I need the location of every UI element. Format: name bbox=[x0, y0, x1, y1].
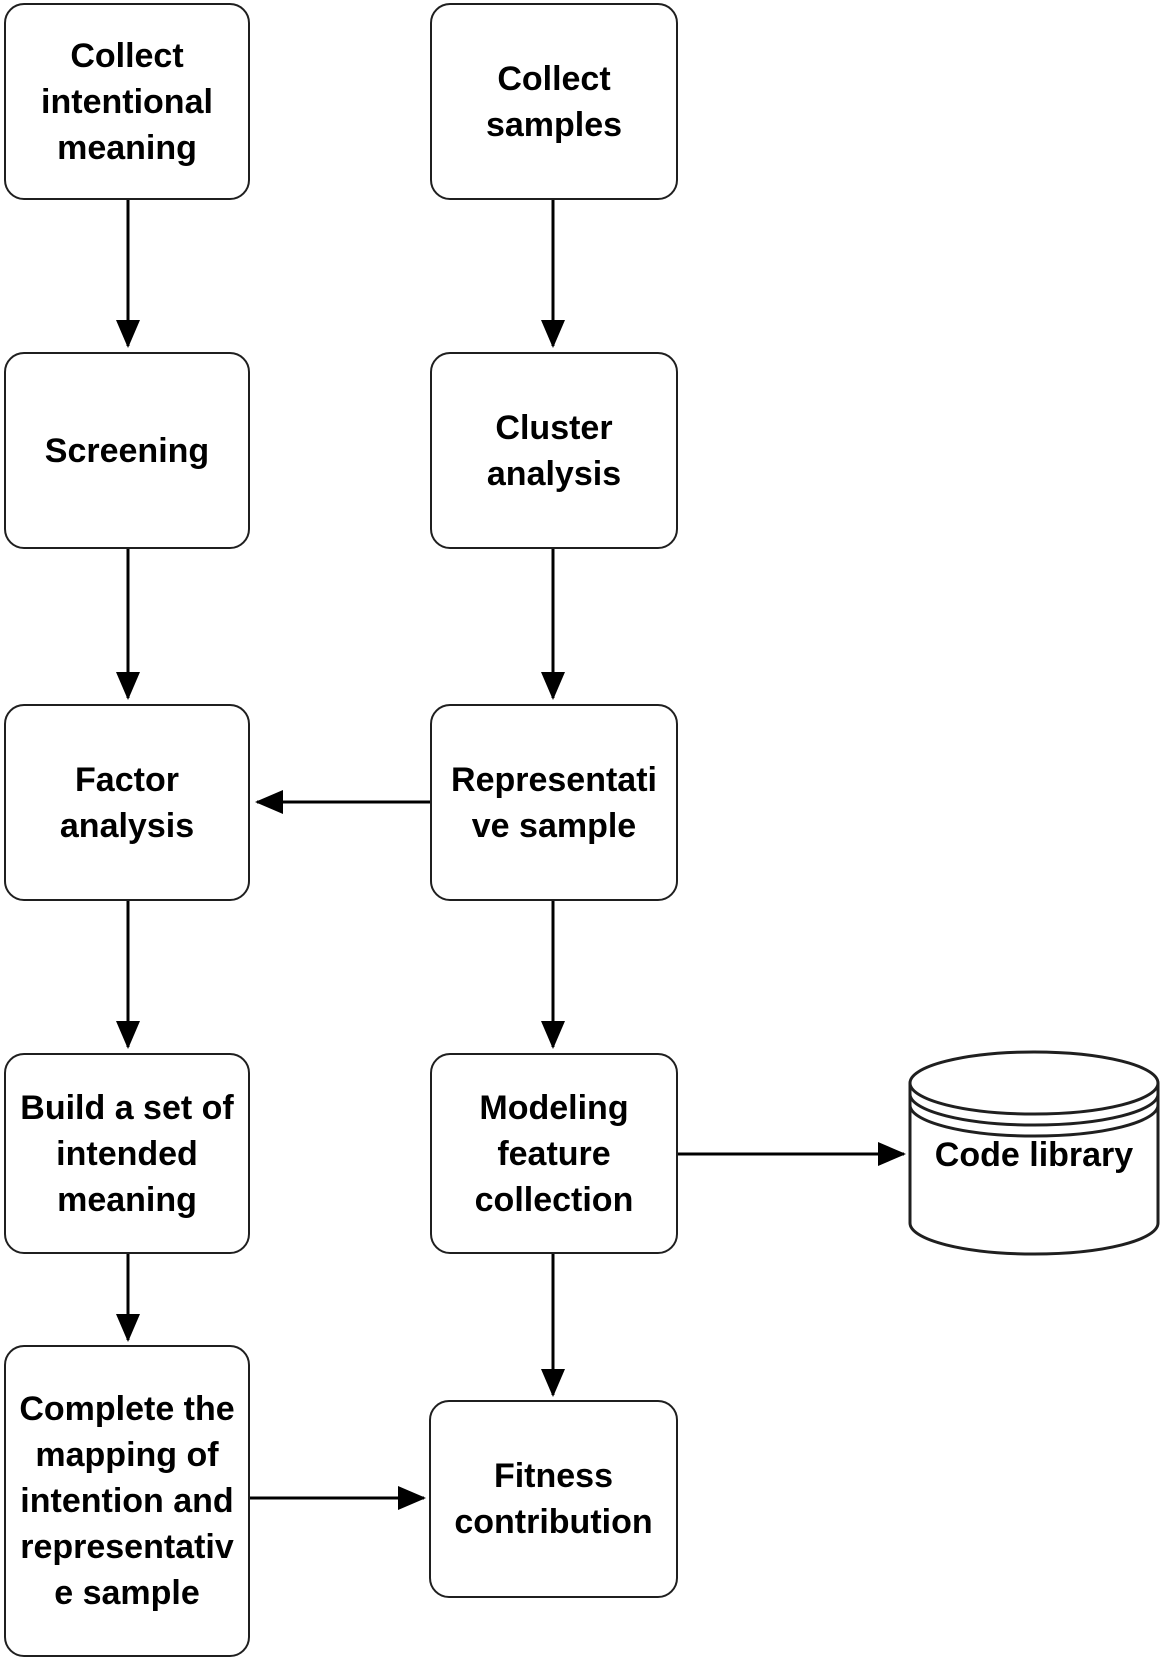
node-label-line: Cluster bbox=[495, 408, 613, 447]
node-fitness-contribution: Fitness contribution bbox=[429, 1400, 678, 1598]
node-build-intended-set: Build a set of intended meaning bbox=[4, 1053, 250, 1254]
node-cluster-analysis: Cluster analysis bbox=[430, 352, 678, 549]
code-library-cylinder bbox=[908, 1050, 1160, 1256]
node-label-line: mapping of bbox=[35, 1436, 219, 1474]
node-label-line: analysis bbox=[486, 454, 622, 493]
node-modeling-feature-collection: Modeling feature collection bbox=[430, 1053, 678, 1254]
node-label-line: meaning bbox=[57, 1180, 197, 1219]
node-label-line: Representati bbox=[451, 760, 657, 799]
node-label-line: Collect bbox=[497, 59, 611, 98]
node-label-line: intentional bbox=[41, 82, 213, 121]
node-label-line: ve sample bbox=[471, 806, 637, 845]
node-collect-samples: Collect samples bbox=[430, 3, 678, 200]
node-label-line: intended bbox=[56, 1134, 198, 1173]
node-label-line: Collect bbox=[70, 36, 184, 75]
node-label-line: analysis bbox=[59, 806, 195, 845]
node-code-library-label: Code library bbox=[934, 1135, 1134, 1174]
node-label-line: e sample bbox=[54, 1574, 200, 1612]
node-factor-analysis: Factor analysis bbox=[4, 704, 250, 901]
node-screening: Screening bbox=[4, 352, 250, 549]
node-representative-sample: Representati ve sample bbox=[430, 704, 678, 901]
node-collect-intentional-meaning: Collect intentional meaning bbox=[4, 3, 250, 200]
node-label-line: Complete the bbox=[19, 1390, 235, 1428]
node-label-line: contribution bbox=[454, 1503, 653, 1541]
node-label-line: meaning bbox=[57, 128, 197, 167]
node-label-line: Build a set of bbox=[20, 1088, 234, 1127]
node-label-line: intention and bbox=[20, 1482, 234, 1520]
node-complete-mapping: Complete the mapping of intention and re… bbox=[4, 1345, 250, 1657]
node-label-line: Screening bbox=[44, 431, 210, 470]
node-label-line: collection bbox=[474, 1180, 634, 1219]
node-label-line: Factor bbox=[75, 760, 179, 799]
node-label-line: representativ bbox=[20, 1528, 234, 1566]
node-label-line: feature bbox=[497, 1134, 611, 1173]
node-label-line: Fitness bbox=[493, 1457, 614, 1495]
node-label-line: Modeling bbox=[479, 1088, 629, 1127]
node-label-line: samples bbox=[485, 105, 623, 144]
